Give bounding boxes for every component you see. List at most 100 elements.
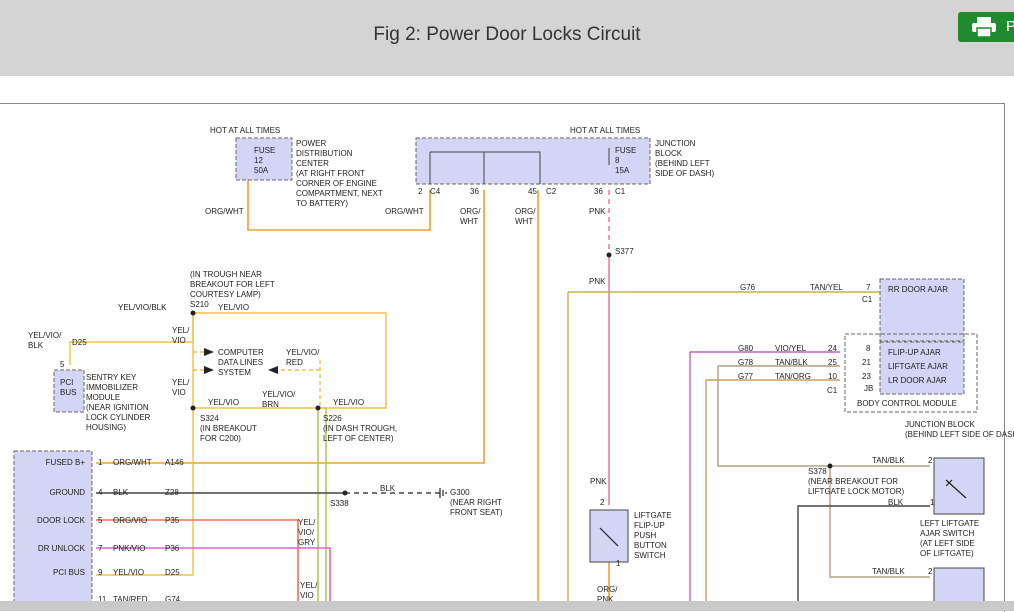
- label-s226-0: S226: [323, 414, 342, 423]
- label-pci-bus-box-1: BUS: [60, 388, 76, 397]
- bcm-row-3-0: DR UNLOCK: [38, 544, 86, 553]
- jb-pin-2: 36: [470, 187, 479, 196]
- label-fuse2-2: 15A: [615, 166, 630, 175]
- label-flip-switch-4: SWITCH: [634, 551, 666, 560]
- label-cdl-0: COMPUTER: [218, 348, 264, 357]
- label-s378-2: LIFTGATE LOCK MOTOR): [808, 487, 904, 496]
- label-pin2a: 2: [928, 456, 933, 465]
- label-w-yelviobrn-0: YEL/VIO/: [262, 390, 296, 399]
- label-w-yelviobk-left-1: BLK: [28, 341, 44, 350]
- label-s324-1: (IN BREAKOUT: [200, 424, 257, 433]
- label-s338: S338: [330, 499, 349, 508]
- label-w-orgwht3-0: ORG/: [460, 207, 481, 216]
- label-left-lift-switch-0: LEFT LIFTGATE: [920, 519, 979, 528]
- label-w-yelviored-0: YEL/VIO/: [286, 348, 320, 357]
- label-g300-1: (NEAR RIGHT: [450, 498, 502, 507]
- label-fuse1-1: 12: [254, 156, 263, 165]
- label-g300-2: FRONT SEAT): [450, 508, 503, 517]
- label-w-yelviogry-2: GRY: [298, 538, 316, 547]
- label-jb-0: JUNCTION: [655, 139, 696, 148]
- bcm-right-outline: [844, 333, 978, 413]
- label-w-yelviogry-0: YEL/: [298, 518, 316, 527]
- label-fuse1-2: 50A: [254, 166, 269, 175]
- label-w-yelvio3-0: YEL/: [172, 378, 190, 387]
- label-flip-switch-2: PUSH: [634, 531, 656, 540]
- sentry-module-box: [53, 369, 85, 413]
- label-w-orgwht4-0: ORG/: [515, 207, 536, 216]
- wire-orgvio-p35: [96, 519, 299, 605]
- label-g77: G77: [738, 372, 754, 381]
- label-fuse1-0: FUSE: [254, 146, 275, 155]
- label-g80: G80: [738, 344, 754, 353]
- splice-s377: [606, 252, 612, 258]
- label-s210: S210: [190, 300, 209, 309]
- label-w-orgpnk-0: ORG/: [597, 585, 618, 594]
- diagram-frame: [0, 103, 1005, 612]
- label-left-lift-switch-1: AJAR SWITCH: [920, 529, 974, 538]
- label-flip-switch-1: FLIP-UP: [634, 521, 665, 530]
- label-pin1b: 1: [616, 559, 621, 568]
- label-pin5: 5: [60, 360, 65, 369]
- jb-pin-4: C2: [546, 187, 557, 196]
- label-w-yelviolblk: YEL/VIO/BLK: [118, 303, 167, 312]
- bcm-row-3-3: P36: [165, 544, 180, 553]
- bcm-row-2-3: P35: [165, 516, 180, 525]
- label-s378-0: S378: [808, 467, 827, 476]
- bcm-row-2-0: DOOR LOCK: [37, 516, 86, 525]
- cdl-arrow3: [268, 366, 278, 374]
- label-s324-2: FOR C200): [200, 434, 241, 443]
- label-pdc-2: CENTER: [296, 159, 329, 168]
- jb-pin-1: C4: [430, 187, 441, 196]
- bcm-row-2-2: ORG/VIO: [113, 516, 147, 525]
- bcm-row-4-1: 9: [98, 568, 103, 577]
- label-flipup: FLIP-UP AJAR: [888, 348, 941, 357]
- print-button[interactable]: P: [958, 12, 1014, 42]
- label-w-yelvio2-0: YEL/: [172, 326, 190, 335]
- label-g78: G78: [738, 358, 754, 367]
- label-sentry-0: SENTRY KEY: [86, 373, 137, 382]
- wire-blk-switch: [797, 505, 930, 605]
- label-left-lift-switch-3: OF LIFTGATE): [920, 549, 974, 558]
- label-w-yelvio1: YEL/VIO: [218, 303, 249, 312]
- label-w-yelvio6-1: VIO: [300, 591, 314, 600]
- label-g76: G76: [740, 283, 756, 292]
- label-pdc-5: COMPARTMENT, NEXT: [296, 189, 383, 198]
- label-pdc-1: DISTRIBUTION: [296, 149, 353, 158]
- bcm-right-box: [879, 341, 965, 395]
- label-pci-bus-box-0: PCI: [60, 378, 73, 387]
- rr-door-module-box: [879, 278, 965, 342]
- label-w-pnk2: PNK: [589, 277, 606, 286]
- label-w-tanorg: TAN/ORG: [775, 372, 811, 381]
- label-w-blk2: BLK: [888, 498, 904, 507]
- label-sentry-5: HOUSING): [86, 423, 126, 432]
- page-title: Fig 2: Power Door Locks Circuit: [373, 24, 641, 45]
- label-s226-1: (IN DASH TROUGH,: [323, 424, 397, 433]
- scrollbar-track[interactable]: [0, 601, 1014, 611]
- label-sentry-1: IMMOBILIZER: [86, 383, 138, 392]
- bcm-row-2-1: 5: [98, 516, 103, 525]
- label-pin1a: 1: [930, 498, 935, 507]
- label-hot1: HOT AT ALL TIMES: [210, 126, 280, 135]
- label-hot2: HOT AT ALL TIMES: [570, 126, 640, 135]
- cdl-arrow1: [204, 348, 214, 356]
- bcm-row-3-1: 7: [98, 544, 103, 553]
- label-trough-2: COURTESY LAMP): [190, 290, 261, 299]
- label-w-yelviogry-1: VIO/: [298, 528, 315, 537]
- label-w-orgwht2: ORG/WHT: [385, 207, 424, 216]
- jb-pin-5: 36: [594, 187, 603, 196]
- label-flip-switch-0: LIFTGATE: [634, 511, 672, 520]
- label-w-orgwht1: ORG/WHT: [205, 207, 244, 216]
- label-lr-door: LR DOOR AJAR: [888, 376, 947, 385]
- label-w-orgwht3-1: WHT: [460, 217, 478, 226]
- label-pin10: 10: [828, 372, 837, 381]
- label-sentry-2: MODULE: [86, 393, 120, 402]
- bcm-row-1-0: GROUND: [49, 488, 85, 497]
- label-pin21: 21: [862, 358, 871, 367]
- bcm-row-1-3: Z28: [165, 488, 179, 497]
- bcm-row-0-3: A146: [165, 458, 184, 467]
- wires: [69, 180, 930, 605]
- label-d25a: D25: [72, 338, 87, 347]
- flipup-switch-box: [589, 509, 629, 563]
- label-jb-label-small: JB: [864, 384, 873, 393]
